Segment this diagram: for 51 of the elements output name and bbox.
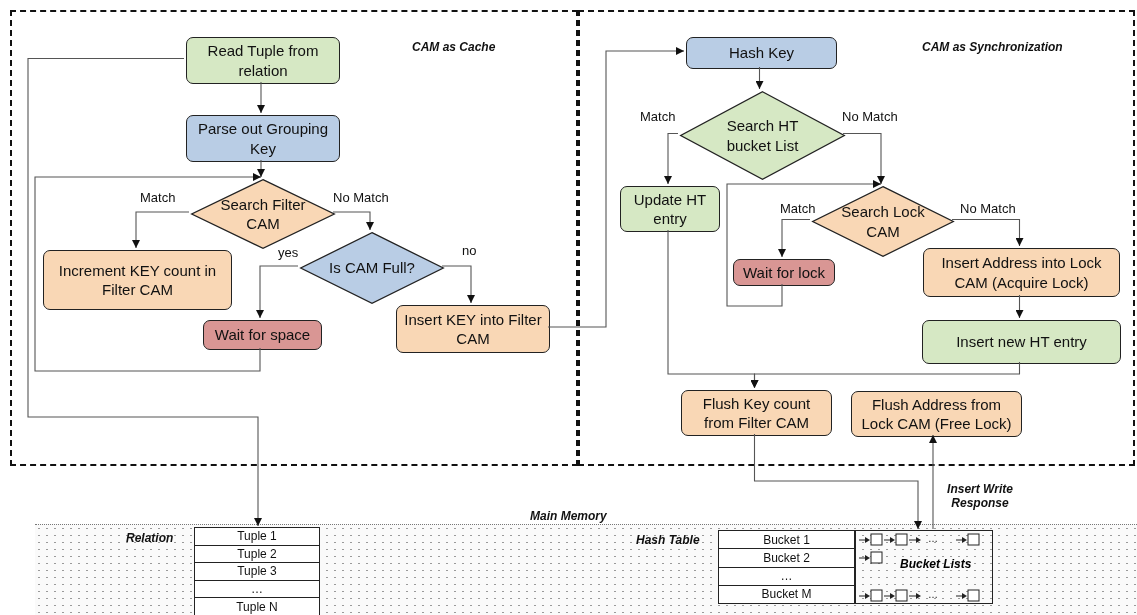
memory-table (194, 527, 320, 615)
process-box: Flush Address from Lock CAM (Free Lock) (851, 391, 1022, 437)
decision-diamond: Is CAM Full? (300, 232, 444, 304)
connector-arrow (726, 180, 882, 307)
table-row: Bucket 2 (719, 549, 854, 568)
process-box: Hash Key (686, 37, 837, 69)
connector-arrow (34, 173, 262, 372)
process-box: Insert Address into Lock CAM (Acquire Lock) (923, 248, 1120, 297)
process-box: Update HT entry (620, 186, 720, 232)
process-box: Flush Key count from Filter CAM (681, 390, 832, 436)
connector-arrow (842, 132, 885, 185)
band-title: Main Memory (530, 509, 607, 523)
ellipsis-label: … (928, 589, 938, 601)
region-title: CAM as Synchronization (922, 40, 1063, 54)
connector-arrow (547, 47, 685, 328)
process-box: Increment KEY count in Filter CAM (43, 250, 232, 310)
connector-arrow (332, 211, 374, 231)
process-box: Insert KEY into Filter CAM (396, 305, 550, 353)
process-box: Read Tuple from relation (186, 37, 340, 84)
table-row: Tuple N (195, 598, 319, 615)
connector-arrow (929, 434, 937, 530)
table-row: Tuple 1 (195, 528, 319, 546)
table-row: Bucket 1 (719, 531, 854, 550)
process-box: Parse out Grouping Key (186, 115, 340, 162)
memory-table (718, 530, 855, 604)
connector-arrow (256, 265, 299, 319)
table-label: Hash Table (636, 533, 700, 547)
connector-arrow (132, 211, 190, 249)
dashed-region (10, 10, 578, 466)
connector-arrow (753, 433, 922, 530)
connector-arrow (778, 218, 811, 258)
process-box: Wait for lock (733, 259, 835, 286)
connector-arrow (27, 57, 262, 527)
dashed-region (578, 10, 1135, 466)
connector-arrow (441, 265, 475, 304)
connector-arrow (257, 81, 265, 114)
connector-arrow (257, 159, 265, 178)
bucket-lists-box (855, 530, 993, 604)
connector-arrow (750, 361, 1021, 389)
table-row: Tuple 3 (195, 563, 319, 581)
table-label: Relation (126, 531, 174, 545)
connector-arrow (951, 218, 1024, 247)
bucket-lists-label: Bucket Lists (900, 557, 972, 571)
connector-arrow (1015, 294, 1024, 319)
decision-diamond: Search Filter CAM (191, 179, 335, 249)
connector-arrow (755, 66, 764, 90)
process-box: Insert new HT entry (922, 320, 1121, 364)
region-title: CAM as Cache (412, 40, 496, 54)
ellipsis-label: … (928, 533, 938, 545)
connector-arrow (664, 132, 679, 185)
process-box: Wait for space (203, 320, 322, 350)
